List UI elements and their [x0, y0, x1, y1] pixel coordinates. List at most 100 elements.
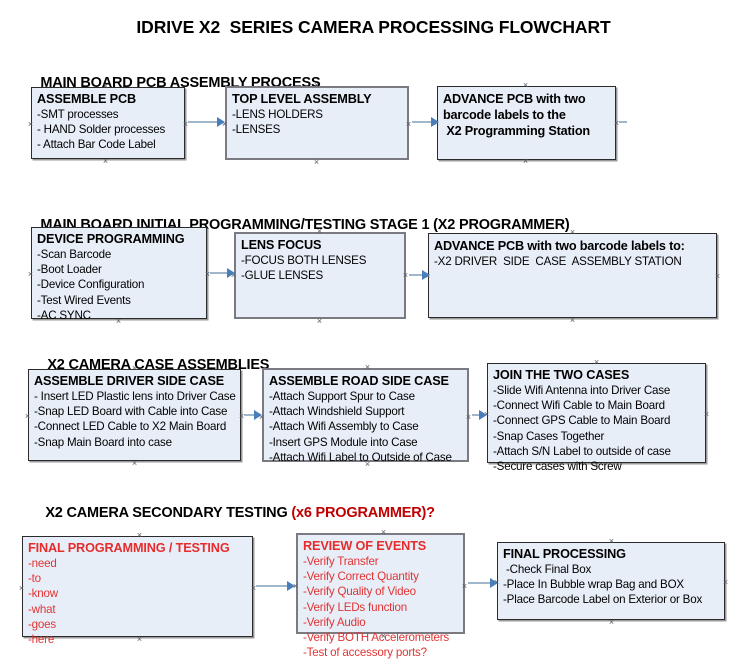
connector-arrow-icon — [227, 268, 235, 278]
node-join-the-two-cases[interactable]: JOIN THE TWO CASES -Slide Wifi Antenna i… — [487, 363, 706, 473]
node-line: - HAND Solder processes — [37, 123, 166, 137]
connection-point-left — [27, 121, 34, 128]
connector-line — [244, 414, 256, 416]
connector-line — [256, 585, 288, 587]
node-line: - Insert LED Plastic lens into Driver Ca… — [34, 390, 236, 403]
connection-point-right — [714, 273, 721, 280]
connection-point-top — [364, 364, 371, 371]
node-line: -FOCUS BOTH LENSES — [241, 254, 367, 267]
section-heading-accent: (x6 PROGRAMMER)? — [291, 505, 435, 521]
node-line: -GLUE LENSES — [241, 269, 324, 283]
node-title: LENS FOCUS — [241, 238, 322, 252]
node-assemble-pcb[interactable]: ASSEMBLE PCB -SMT processes - HAND Solde… — [31, 87, 185, 159]
connection-point-left — [27, 271, 34, 278]
node-final-processing[interactable]: FINAL PROCESSING -Check Final Box -Place… — [497, 542, 725, 620]
node-line: -Scan Barcode — [37, 248, 112, 261]
node-line: -Place In Bubble wrap Bag and BOX — [503, 578, 684, 592]
node-line: -Snap LED Board with Cable into Case — [34, 405, 228, 419]
node-title: FINAL PROCESSING — [503, 547, 626, 561]
node-line: -Connect Wifi Cable to Main Board — [493, 399, 665, 413]
connection-point-bottom — [102, 158, 109, 165]
node-title: ASSEMBLE ROAD SIDE CASE — [269, 374, 449, 388]
node-line: -Attach Wifi Assembly to Case — [269, 420, 419, 434]
node-line: -Verify Quality of Video — [303, 585, 416, 599]
node-line: - Attach Bar Code Label — [37, 138, 156, 152]
connection-point-right — [465, 414, 472, 421]
node-line: -Insert GPS Module into Case — [269, 435, 418, 449]
connector-line — [472, 414, 481, 416]
node-line: -Verify Transfer — [303, 555, 379, 568]
node-line: -Boot Loader — [37, 263, 102, 277]
connection-point-bottom — [569, 317, 576, 324]
connection-point-bottom — [522, 158, 529, 165]
node-title: ASSEMBLE DRIVER SIDE CASE — [34, 374, 225, 388]
connector-line — [210, 272, 228, 274]
node-line: -to — [28, 572, 41, 586]
node-line: -need — [28, 557, 57, 570]
node-line: -goes — [28, 617, 57, 631]
node-line: -here — [28, 633, 55, 647]
node-line: -Test Wired Events — [37, 293, 131, 307]
node-line-overflow: -Test of accessory ports? — [303, 646, 427, 660]
node-line: -Verify LEDs function — [303, 600, 408, 614]
connector-line — [188, 121, 218, 123]
connection-point-bottom — [131, 460, 138, 467]
node-line: -Check Final Box — [503, 563, 592, 576]
node-line: -Verify Correct Quantity — [303, 570, 419, 584]
connection-point-right — [402, 272, 409, 279]
node-review-of-events[interactable]: REVIEW OF EVENTS -Verify Transfer -Verif… — [296, 533, 468, 659]
connection-point-bottom — [313, 159, 320, 166]
node-assemble-road-side-case[interactable]: ASSEMBLE ROAD SIDE CASE -Attach Support … — [262, 368, 472, 464]
connector-arrow-icon — [490, 578, 498, 588]
node-line: -know — [28, 587, 58, 601]
node-line: -SMT processes — [37, 108, 119, 121]
connector-line — [412, 121, 432, 123]
node-advance-pcb-driver-side[interactable]: ADVANCE PCB with two barcode labels to: … — [428, 233, 717, 318]
node-line: -LENS HOLDERS — [232, 108, 323, 121]
node-line: barcode labels to the — [443, 108, 566, 122]
connection-point-right — [722, 579, 729, 586]
connector-arrow-icon — [479, 410, 487, 420]
node-title: ADVANCE PCB with two — [443, 92, 586, 106]
connection-point-right — [703, 411, 710, 418]
node-title: REVIEW OF EVENTS — [303, 539, 427, 553]
node-assemble-driver-side-case[interactable]: ASSEMBLE DRIVER SIDE CASE - Insert LED P… — [28, 369, 241, 461]
connector-arrow-icon — [254, 410, 262, 420]
node-line: -Slide Wifi Antenna into Driver Case — [493, 384, 671, 397]
connection-point-top — [593, 359, 600, 366]
node-line: -LENSES — [232, 123, 281, 137]
node-line: -Attach Wifi Label to Outside of Case — [269, 450, 452, 464]
node-line: -Attach S/N Label to outside of case — [493, 444, 671, 458]
connector-line-stub — [619, 121, 627, 123]
section-heading-text: X2 CAMERA SECONDARY TESTING — [45, 505, 292, 521]
node-lens-focus[interactable]: LENS FOCUS -FOCUS BOTH LENSES -GLUE LENS… — [234, 232, 406, 319]
connection-point-top — [569, 229, 576, 236]
node-line: -what — [28, 602, 56, 616]
connection-point-bottom — [316, 318, 323, 325]
node-title: ADVANCE PCB with two barcode labels to: — [434, 239, 685, 253]
connector-arrow-icon — [287, 581, 295, 591]
connection-point-top — [522, 82, 529, 89]
connector-line — [409, 274, 423, 276]
node-line: -Place Barcode Label on Exterior or Box — [503, 593, 703, 607]
connection-point-top — [608, 538, 615, 545]
connector-arrow-icon — [422, 270, 430, 280]
connector-arrow-icon — [217, 117, 225, 127]
node-line: -Verify Audio — [303, 615, 366, 629]
node-line: -Connect LED Cable to X2 Main Board — [34, 420, 227, 434]
page-title: IDRIVE X2 SERIES CAMERA PROCESSING FLOWC… — [136, 17, 611, 37]
node-line: -Connect GPS Cable to Main Board — [493, 414, 671, 428]
node-device-programming[interactable]: DEVICE PROGRAMMING -Scan Barcode -Boot L… — [31, 227, 207, 322]
node-title: FINAL PROGRAMMING / TESTING — [28, 541, 230, 555]
node-title: TOP LEVEL ASSEMBLY — [232, 92, 372, 106]
node-title: ASSEMBLE PCB — [37, 92, 137, 106]
node-title: DEVICE PROGRAMMING — [37, 232, 185, 246]
node-line: -Device Configuration — [37, 278, 145, 292]
connection-point-right — [461, 583, 468, 590]
node-advance-pcb-programming-station[interactable]: ADVANCE PCB with two barcode labels to t… — [437, 86, 616, 160]
node-top-level-assembly[interactable]: TOP LEVEL ASSEMBLY -LENS HOLDERS -LENSES — [225, 86, 409, 160]
node-final-programming-testing[interactable]: FINAL PROGRAMMING / TESTING -need -to -k… — [22, 536, 253, 646]
node-line: X2 Programming Station — [443, 124, 590, 138]
node-line: -Snap Main Board into case — [34, 435, 172, 449]
